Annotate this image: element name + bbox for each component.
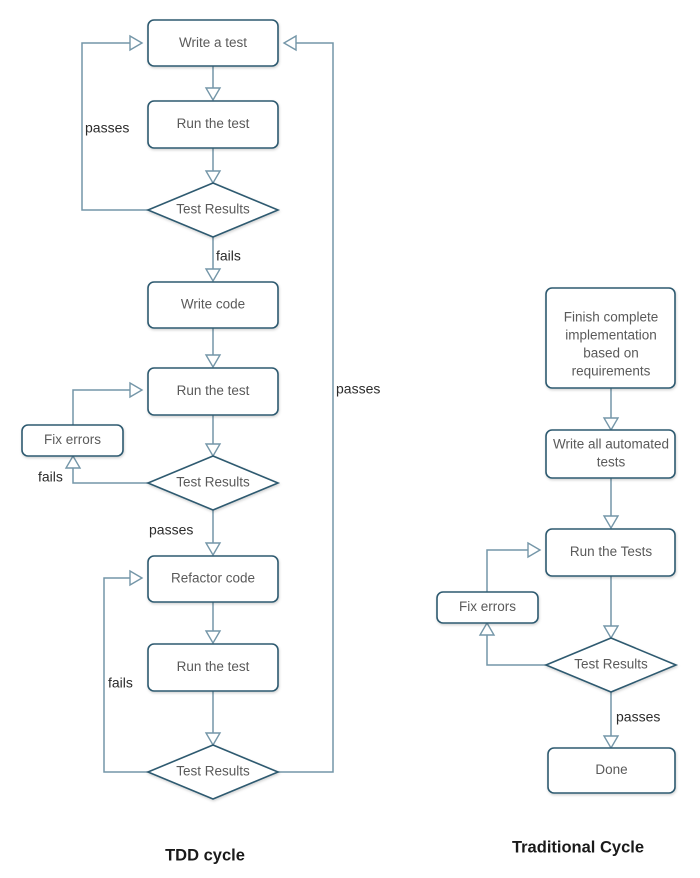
tdd-edges	[64, 34, 334, 773]
arrowhead-down-3	[204, 268, 222, 283]
test-results-1-diamond[interactable]	[145, 182, 281, 238]
traditional-edges	[478, 388, 620, 750]
arrowhead-right-t1	[527, 541, 542, 559]
traditional-nodes: Finish complete implementation based on …	[436, 287, 679, 794]
node-run-the-tests[interactable]: Run the Tests	[545, 528, 676, 577]
node-write-all-automated-tests[interactable]: Write all automated tests	[545, 429, 676, 479]
edge-label-fails-bottom: fails	[108, 675, 133, 691]
run-the-test-1-label: Run the test	[177, 116, 250, 131]
arrowhead-down-t3	[602, 625, 620, 640]
fix-errors-trad-label: Fix errors	[459, 599, 516, 614]
done-box[interactable]	[547, 747, 676, 794]
test-results-2-diamond[interactable]	[145, 455, 281, 511]
write-all-automated-tests-line-2: tests	[597, 455, 626, 470]
finish-implementation-line-2: implementation	[565, 328, 657, 343]
finish-implementation-box[interactable]	[545, 287, 676, 389]
write-all-automated-tests-line-1: Write all automated	[553, 437, 669, 452]
traditional-edge-labels: passes	[616, 709, 660, 725]
edge-results-2-fails-to-fix-errors	[72, 468, 148, 484]
run-the-tests-box[interactable]	[545, 528, 676, 577]
finish-implementation-line-4: requirements	[572, 364, 651, 379]
edge-results-3-fails-to-refactor	[103, 577, 148, 773]
run-the-test-3-label: Run the test	[177, 659, 250, 674]
test-results-trad-label: Test Results	[574, 657, 648, 672]
edge-label-passes-trad: passes	[616, 709, 660, 725]
write-all-automated-tests-box[interactable]	[545, 429, 676, 479]
node-run-the-test-3[interactable]: Run the test	[147, 643, 279, 692]
test-results-1-label: Test Results	[176, 202, 250, 217]
write-a-test-label: Write a test	[179, 35, 247, 50]
arrowhead-right-3	[129, 569, 144, 587]
node-fix-errors[interactable]: Fix errors	[21, 424, 124, 457]
refactor-code-label: Refactor code	[171, 571, 255, 586]
arrowhead-down-8	[204, 732, 222, 747]
fix-errors-label: Fix errors	[44, 432, 101, 447]
node-test-results-2[interactable]: Test Results	[145, 455, 281, 511]
node-test-results-3[interactable]: Test Results	[145, 744, 281, 800]
edge-results-1-passes-loop	[81, 42, 148, 211]
finish-implementation-line-3: based on	[583, 346, 639, 361]
run-the-tests-label: Run the Tests	[570, 544, 653, 559]
arrowhead-down-7	[204, 630, 222, 645]
run-the-test-1-box[interactable]	[147, 100, 279, 149]
edge-label-passes-middle: passes	[149, 522, 193, 538]
node-finish-implementation[interactable]: Finish complete implementation based on …	[545, 287, 676, 389]
fix-errors-trad-box[interactable]	[436, 591, 539, 624]
node-test-results-trad[interactable]: Test Results	[543, 637, 679, 693]
edge-label-passes-top-left: passes	[85, 120, 129, 136]
write-a-test-box[interactable]	[147, 19, 279, 67]
arrowhead-down-t4	[602, 735, 620, 750]
edge-results-3-passes-to-write-test	[278, 42, 334, 773]
test-results-3-diamond[interactable]	[145, 744, 281, 800]
arrowhead-up-t1	[478, 621, 496, 636]
tdd-edge-labels: passes fails fails passes fails passes	[38, 120, 380, 691]
arrowhead-left-1	[282, 34, 297, 52]
node-run-the-test-1[interactable]: Run the test	[147, 100, 279, 149]
arrowhead-right-1	[129, 34, 144, 52]
node-refactor-code[interactable]: Refactor code	[147, 555, 279, 603]
arrowhead-right-2	[129, 381, 144, 399]
edge-label-fails-top: fails	[216, 248, 241, 264]
arrowhead-down-6	[204, 542, 222, 557]
test-results-3-label: Test Results	[176, 764, 250, 779]
caption-traditional-cycle: Traditional Cycle	[512, 838, 644, 856]
run-the-test-2-box[interactable]	[147, 367, 279, 416]
tdd-nodes: Write a test Run the test Test Results W…	[21, 19, 281, 800]
caption-tdd-cycle: TDD cycle	[165, 846, 245, 864]
node-write-a-test[interactable]: Write a test	[147, 19, 279, 67]
edge-fix-errors-to-run-tests-trad	[486, 549, 528, 592]
edge-label-fails-middle: fails	[38, 469, 63, 485]
arrowhead-down-5	[204, 443, 222, 458]
write-code-box[interactable]	[147, 281, 279, 329]
write-code-label: Write code	[181, 297, 245, 312]
edge-label-passes-right: passes	[336, 381, 380, 397]
test-results-trad-diamond[interactable]	[543, 637, 679, 693]
done-label: Done	[595, 762, 627, 777]
arrowhead-down-t1	[602, 417, 620, 432]
test-results-2-label: Test Results	[176, 475, 250, 490]
refactor-code-box[interactable]	[147, 555, 279, 603]
fix-errors-box[interactable]	[21, 424, 124, 457]
edge-results-to-fix-errors-trad	[486, 635, 546, 666]
node-test-results-1[interactable]: Test Results	[145, 182, 281, 238]
finish-implementation-line-1: Finish complete	[564, 310, 659, 325]
arrowhead-down-4	[204, 354, 222, 369]
run-the-test-2-label: Run the test	[177, 383, 250, 398]
edge-fix-errors-to-run-test-2	[72, 389, 130, 425]
node-run-the-test-2[interactable]: Run the test	[147, 367, 279, 416]
node-write-code[interactable]: Write code	[147, 281, 279, 329]
node-fix-errors-trad[interactable]: Fix errors	[436, 591, 539, 624]
node-done[interactable]: Done	[547, 747, 676, 794]
arrowhead-down-1	[204, 87, 222, 102]
arrowhead-down-t2	[602, 515, 620, 530]
arrowhead-up-1	[64, 454, 82, 469]
run-the-test-3-box[interactable]	[147, 643, 279, 692]
arrowhead-down-2	[204, 170, 222, 185]
